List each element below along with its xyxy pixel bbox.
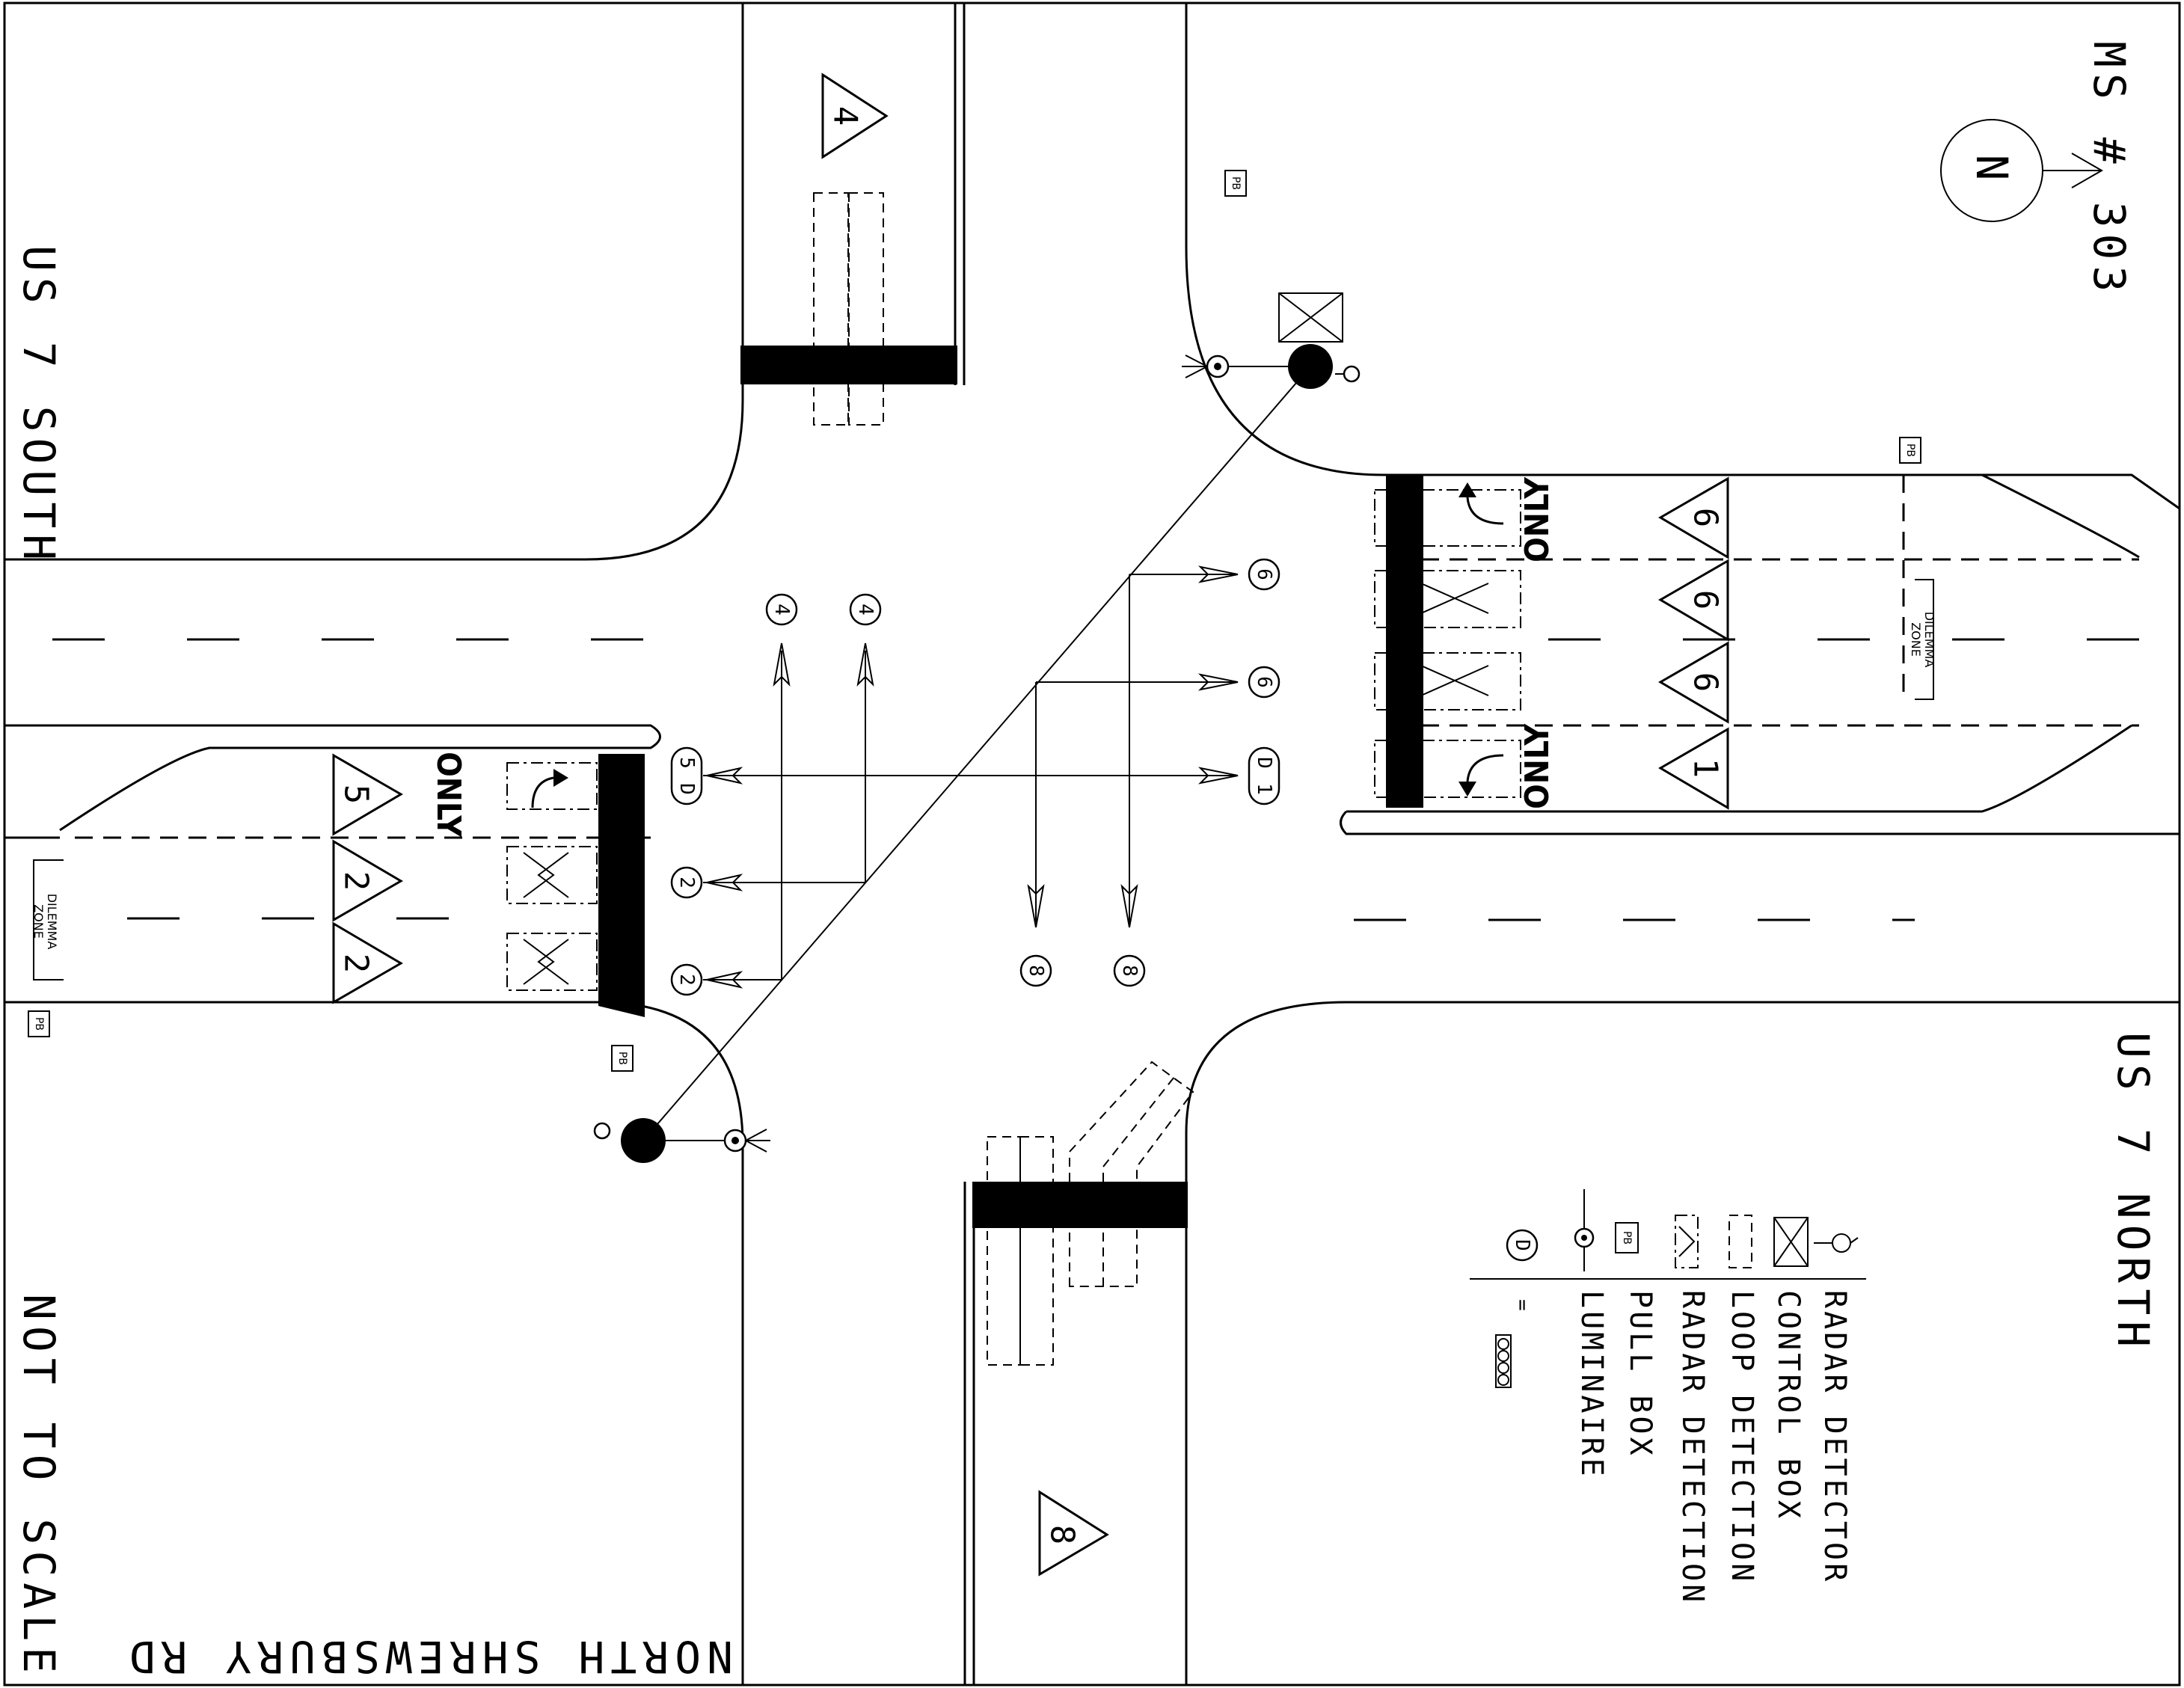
head-5: 5 [675, 757, 698, 769]
legend-label-loop-detection: LOOP DETECTION [1725, 1290, 1759, 1584]
legend-signal-symbol: D [1511, 1239, 1533, 1251]
dilemma-label-east-1: DILEMMA [1922, 612, 1936, 668]
head-2b: 2 [675, 974, 698, 986]
only-marking-west: ONLY [429, 752, 467, 838]
legend: PB D = RADAR DETECTOR CONTROL BOX LOOP D… [1470, 1189, 1866, 1605]
only-marking-east-bottom: ONLY [1518, 723, 1556, 809]
dilemma-label-west-1: DILEMMA [45, 894, 59, 950]
head-8a: 8 [1025, 965, 1047, 977]
pull-boxes: PB PB PB PB [28, 170, 1921, 1072]
signal-head-labels: 4 4 6 6 1 D 5 D 2 2 8 8 [670, 558, 1280, 996]
luminaire-icon [1574, 1189, 1595, 1271]
loop-detection-icon [1729, 1215, 1752, 1268]
control-box-icon [1773, 1217, 1809, 1267]
legend-label-luminaire: LUMINAIRE [1574, 1290, 1609, 1479]
sheet-border [3, 1, 2181, 1687]
dilemma-label-east-2: ZONE [1909, 622, 1923, 657]
head-8b: 8 [1118, 965, 1141, 977]
head-6b: 6 [1253, 676, 1275, 688]
span-wire [642, 366, 1311, 1141]
head-4b: 4 [854, 604, 877, 616]
head-2a: 2 [675, 877, 698, 888]
phase-north: 4 [826, 106, 865, 126]
radar-detection-icon [1675, 1215, 1699, 1268]
head-4a: 4 [770, 604, 793, 616]
pull-box-4: PB [33, 1017, 45, 1031]
legend-label-radar-detection: RADAR DETECTION [1675, 1290, 1710, 1605]
head-1-suffix: D [1253, 757, 1275, 769]
radar-detector-icon [1814, 1233, 1859, 1253]
street-us7-north: US 7 NORTH [2108, 1032, 2159, 1353]
signal-head-icon [1495, 1334, 1512, 1388]
control-box [1278, 292, 1343, 343]
sheet-title: MS # 303 [2084, 41, 2135, 298]
pull-box-1: PB [1230, 177, 1242, 190]
signal-head-layout [703, 565, 1239, 989]
head-1: 1 [1253, 783, 1275, 795]
loop-detectors [813, 192, 1194, 1366]
phase-east-right: 6 [1687, 508, 1725, 528]
dilemma-zone-west: DILEMMA ZONE [31, 859, 64, 980]
pull-box-3: PB [616, 1052, 628, 1065]
north-letter: N [1966, 155, 2017, 187]
pull-box-2: PB [1904, 444, 1916, 457]
stop-bars [598, 346, 1423, 1228]
phase-west-through-b: 2 [337, 954, 375, 974]
radar-detection-zones [506, 489, 1521, 991]
north-arrow: N [1940, 119, 2104, 222]
signal-pole-ne [1182, 292, 1361, 389]
head-5-suffix: D [675, 783, 698, 795]
phase-west-left: 5 [337, 785, 375, 805]
legend-label-radar-detector: RADAR DETECTOR [1818, 1290, 1852, 1584]
phase-east-through-a: 6 [1687, 590, 1725, 610]
legend-equals: = [1511, 1299, 1533, 1311]
phase-east-left: 1 [1687, 758, 1725, 779]
curb-lines [4, 3, 2180, 1685]
phase-triangles: 4 8 5 2 2 6 6 6 1 [332, 73, 1729, 1577]
lane-lines [52, 475, 2139, 921]
head-6a: 6 [1253, 568, 1275, 580]
not-to-scale: NOT TO SCALE [13, 1294, 64, 1679]
phase-east-through-b: 6 [1687, 672, 1725, 693]
street-us7-south: US 7 SOUTH [13, 245, 64, 566]
dilemma-zone-east: DILEMMA ZONE [1909, 579, 1936, 700]
street-north-shrewsbury: NORTH SHREWSBURY RD [123, 1631, 733, 1682]
phase-west-through-a: 2 [337, 871, 375, 891]
phase-south: 8 [1043, 1525, 1082, 1545]
turn-arrows [531, 482, 1504, 808]
legend-label-control-box: CONTROL BOX [1771, 1290, 1806, 1521]
legend-pull-box-tag: PB [1621, 1231, 1633, 1244]
only-marking-east-top: ONLY [1518, 476, 1556, 562]
dilemma-label-west-2: ZONE [31, 904, 46, 939]
legend-label-pull-box: PULL BOX [1623, 1290, 1657, 1458]
pull-box-icon [1615, 1222, 1639, 1253]
signal-pole-sw [593, 1118, 770, 1163]
